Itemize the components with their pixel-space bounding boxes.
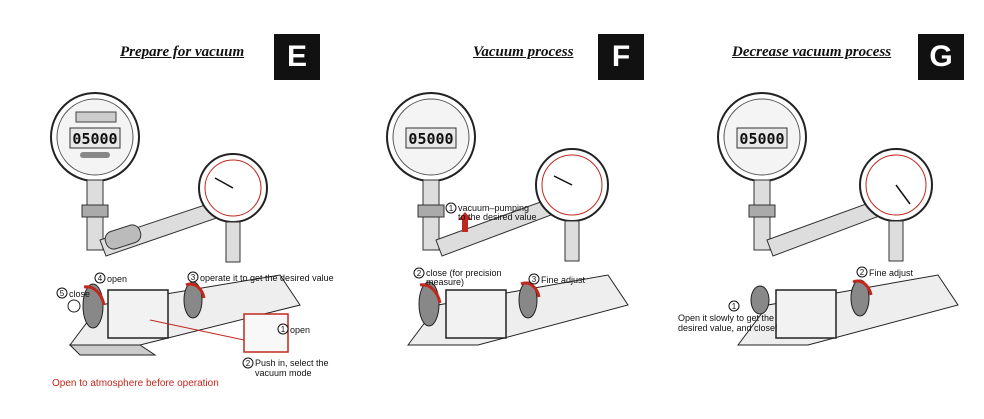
label-close-line2: measure) — [426, 277, 465, 287]
svg-text:5: 5 — [60, 289, 65, 298]
svg-text:2: 2 — [246, 359, 251, 368]
svg-text:4: 4 — [98, 274, 103, 283]
panel-vacuum-process: Vacuum process F 05000 1 2 3 vacuum–pump… — [328, 0, 656, 419]
label-fine-adjust: Fine adjust — [869, 268, 914, 278]
svg-text:2: 2 — [417, 269, 422, 278]
panel-title: Decrease vacuum process — [732, 44, 892, 60]
pump-illustration: 05000 4 5 3 1 2 — [50, 92, 301, 369]
step-badge: G — [918, 34, 964, 80]
label-operate: operate it to get the desired value — [200, 273, 334, 283]
panel-prepare-for-vacuum: Prepare for vacuum E 05000 — [0, 0, 334, 419]
label-push-line2: vacuum mode — [255, 368, 312, 378]
step-badge: E — [274, 34, 320, 80]
label-close: close — [69, 289, 91, 299]
label-fine-adjust: Fine adjust — [541, 275, 586, 285]
svg-text:1: 1 — [281, 325, 286, 334]
svg-text:1: 1 — [449, 204, 454, 213]
svg-text:3: 3 — [191, 273, 196, 282]
label-close-line1: close (for precision — [426, 268, 502, 278]
step-badge: F — [598, 34, 644, 80]
panel-title: Prepare for vacuum — [120, 44, 245, 60]
label-open-line2: desired value, and close! — [678, 323, 778, 333]
warning-note: Open to atmosphere before operation — [52, 378, 219, 389]
svg-text:2: 2 — [860, 268, 865, 277]
lcd-readout: 05000 — [408, 130, 453, 148]
label-open: open — [107, 274, 128, 284]
lcd-readout: 05000 — [72, 130, 117, 148]
svg-text:1: 1 — [732, 302, 737, 311]
panel-title: Vacuum process — [473, 44, 574, 60]
panel-decrease-vacuum-process: Decrease vacuum process G 05000 1 2 Open… — [656, 0, 984, 419]
label-pump-line2: to the desired value — [458, 212, 537, 222]
label-open-line1: Open it slowly to get the — [678, 313, 775, 323]
pump-illustration: 05000 1 2 3 — [386, 92, 629, 346]
pump-illustration: 05000 1 2 — [717, 92, 959, 346]
svg-text:3: 3 — [532, 275, 537, 284]
lcd-readout: 05000 — [739, 130, 784, 148]
label-push-line1: Push in, select the — [255, 358, 329, 368]
label-inset-open: open — [290, 325, 311, 335]
label-pump-line1: vacuum–pumping — [458, 203, 530, 213]
